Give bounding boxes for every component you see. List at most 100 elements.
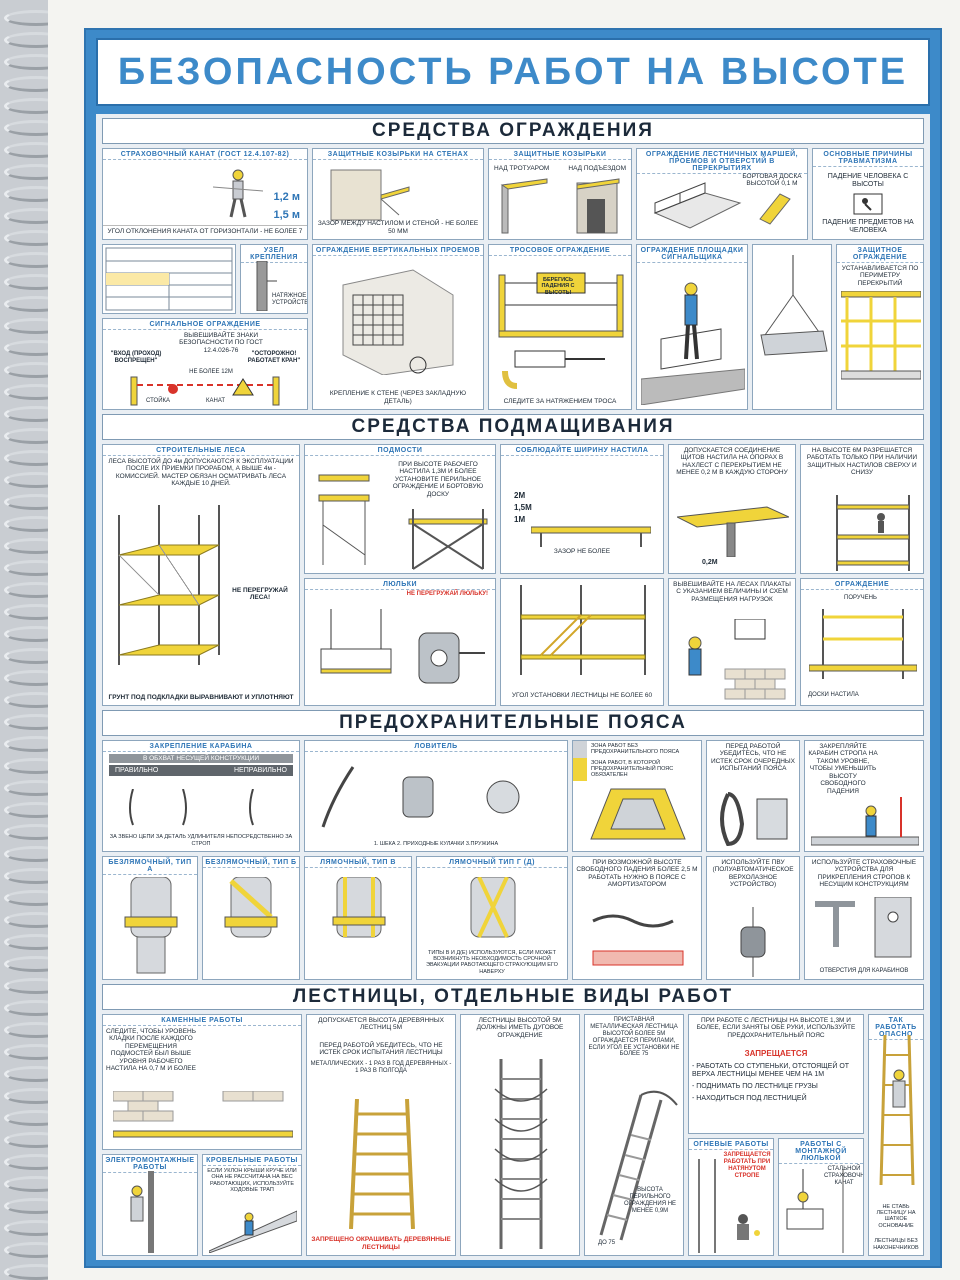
panel-caption: НА ВЫСОТЕ 6М РАЗРЕШАЕТСЯ РАБОТАТЬ ТОЛЬКО… (806, 447, 918, 477)
section-title: ПРЕДОХРАНИТЕЛЬНЫЕ ПОЯСА (339, 712, 687, 733)
panel-caption: 1. ШЕКА 2. ПРИХОДНЫЕ КУЛАЧКИ 3.ПРУЖИНА (373, 840, 499, 847)
panel-heading: ЗАЩИТНЫЕ КОЗЫРЬКИ (489, 149, 631, 160)
value-label: 1М (514, 515, 526, 524)
cradle-illustration (320, 609, 392, 674)
dangerous-ladder-illustration (879, 1035, 915, 1185)
panel-roofing: КРОВЕЛЬНЫЕ РАБОТЫ ЕСЛИ УКЛОН КРЫШИ КРУЧЕ… (202, 1154, 302, 1256)
panel-injury-causes: ОСНОВНЫЕ ПРИЧИНЫ ТРАВМАТИЗМА ПАДЕНИЕ ЧЕЛ… (812, 148, 924, 240)
belt-type-g-illustration (470, 877, 516, 938)
panel-caption: НАТЯЖНОЕ УСТРОЙСТВО (272, 293, 308, 307)
rule-item: - НАХОДИТЬСЯ ПОД ЛЕСТНИЦЕЙ (692, 1094, 807, 1102)
panel-caption: ПРИ РАБОТЕ С ЛЕСТНИЦЫ НА ВЫСОТЕ 1,3М И Б… (696, 1017, 856, 1039)
panel-deck-width: СОБЛЮДАЙТЕ ШИРИНУ НАСТИЛА 2М 1,5М 1М ЗАЗ… (500, 444, 664, 574)
panel-caption: СЛЕДИТЕ ЗА НАТЯЖЕНИЕМ ТРОСА (503, 397, 617, 405)
poster-title: БЕЗОПАСНОСТЬ РАБОТ НА ВЫСОТЕ (117, 50, 909, 93)
panel-heading: ЛЮЛЬКИ (305, 579, 495, 590)
panel-vertical-openings: ОГРАЖДЕНИЕ ВЕРТИКАЛЬНЫХ ПРОЕМОВ КРЕПЛЕНИ… (312, 244, 484, 410)
panel-heading: ОСНОВНЫЕ ПРИЧИНЫ ТРАВМАТИЗМА (813, 149, 923, 167)
signalman-illustration (641, 282, 745, 405)
panel-caption: НЕ СТАВЬ ЛЕСТНИЦУ НА ШАТКОЕ ОСНОВАНИЕ (876, 1203, 916, 1229)
part-label: ПОРУЧЕНЬ (844, 595, 877, 601)
panel-heading: БЕЗЛЯМОЧНЫЙ, ТИП А (103, 857, 197, 875)
panel-work-zones: ЗОНА РАБОТ БЕЗ ПРЕДОХРАНИТЕЛЬНОГО ПОЯСА … (572, 740, 702, 852)
trestle-illustration (318, 474, 370, 565)
panel-masonry: КАМЕННЫЕ РАБОТЫ СЛЕДИТЕ, ЧТОБЫ УРОВЕНЬ К… (102, 1014, 302, 1150)
value-label: 1,5 м (273, 209, 301, 221)
panel-anchor-devices: ИСПОЛЬЗУЙТЕ СТРАХОВОЧНЫЕ УСТРОЙСТВА ДЛЯ … (804, 856, 924, 980)
ladder-scaffold-illustration (520, 585, 646, 675)
falling-icon (853, 193, 883, 215)
cradle-worker-illustration (786, 1169, 844, 1253)
panel-belt-type-v: ЛЯМОЧНЫЙ, ТИП В (304, 856, 412, 980)
section-title: СРЕДСТВА ОГРАЖДЕНИЯ (372, 120, 654, 141)
correct-label: ПРАВИЛЬНО (115, 767, 159, 774)
panel-caption: ДОПУСКАЕТСЯ ВЫСОТА ДЕРЕВЯННЫХ ЛЕСТНИЦ 5М (318, 1017, 444, 1032)
panel-caption: ИСПОЛЬЗУЙТЕ СТРАХОВОЧНЫЕ УСТРОЙСТВА ДЛЯ … (811, 859, 917, 889)
panel-heading: ОГРАЖДЕНИЕ ВЕРТИКАЛЬНЫХ ПРОЕМОВ (313, 245, 483, 256)
belt-type-v-illustration (332, 877, 386, 938)
panel-dangerous: ТАК РАБОТАТЬ ОПАСНО НЕ СТАВЬ ЛЕСТНИЦУ НА… (868, 1014, 924, 1256)
panel-fixing-node: УЗЕЛ КРЕПЛЕНИЯ НАТЯЖНОЕ УСТРОЙСТВО (240, 244, 308, 314)
panel-crane-load (752, 244, 832, 410)
panel-heading: СТРАХОВОЧНЫЙ КАНАТ (ГОСТ 12.4.107-82) (103, 149, 307, 160)
panel-caption: КРЕПЛЕНИЕ К СТЕНЕ (ЧЕРЕЗ ЗАКЛАДНУЮ ДЕТАЛ… (329, 390, 467, 405)
panel-signal-fence: СИГНАЛЬНОЕ ОГРАЖДЕНИЕ ВЫВЕШИВАЙТЕ ЗНАКИ … (102, 318, 308, 410)
panel-metal-ladders: ЛЕСТНИЦЫ ВЫСОТОЙ 5М ДОЛЖНЫ ИМЕТЬ ДУГОВОЕ… (460, 1014, 580, 1256)
rope-table (105, 247, 233, 311)
cable-fence-illustration (498, 272, 624, 389)
panel-heading: БЕЗЛЯМОЧНЫЙ, ТИП Б (203, 857, 299, 868)
panel-scaffolding: СТРОИТЕЛЬНЫЕ ЛЕСА ЛЕСА ВЫСОТОЙ ДО 4м ДОП… (102, 444, 300, 706)
panel-caption: СЛЕДИТЕ, ЧТОБЫ УРОВЕНЬ КЛАДКИ ПОСЛЕ КАЖД… (106, 1028, 196, 1073)
electrician-illustration (130, 1171, 154, 1253)
panel-caption: ЛЕСТНИЦЫ БЕЗ НАКОНЕЧНИКОВ (873, 1238, 919, 1251)
panel-heading: РАБОТЫ С МОНТАЖНОЙ ЛЮЛЬКОЙ (779, 1139, 863, 1164)
value-label: 0,2М (702, 558, 718, 566)
scaffold-fence-illustration (809, 609, 917, 679)
panel-caption: НАД ПОДЪЕЗДОМ (568, 165, 626, 172)
load-sign-illustration (688, 619, 786, 700)
panel-railing-ladders: ПРИСТАВНАЯ МЕТАЛЛИЧЕСКАЯ ЛЕСТНИЦА ВЫСОТО… (584, 1014, 684, 1256)
section-heading-belts: ПРЕДОХРАНИТЕЛЬНЫЕ ПОЯСА (102, 710, 924, 736)
anchor-illustration (811, 797, 919, 846)
forbidden-title: ЗАПРЕЩАЕТСЯ (744, 1049, 808, 1059)
panel-caption: ГРУНТ ПОД ПОДКЛАДКИ ВЫРАВНИВАЮТ И УПЛОТН… (108, 693, 294, 701)
panel-heading: ЛЯМОЧНЫЙ, ТИП В (305, 857, 411, 868)
panel-heading: УЗЕЛ КРЕПЛЕНИЯ (241, 245, 307, 263)
panel-carabiner: ЗАКРЕПЛЕНИЕ КАРАБИНА В ОБХВАТ НЕСУЩЕЙ КО… (102, 740, 300, 852)
cause-text: ПАДЕНИЕ ЧЕЛОВЕКА С ВЫСОТЫ (827, 173, 909, 189)
panel-belt-type-b: БЕЗЛЯМОЧНЫЙ, ТИП Б (202, 856, 300, 980)
panel-heading: СОБЛЮДАЙТЕ ШИРИНУ НАСТИЛА (501, 445, 663, 456)
panel-caption: ПЕРЕД РАБОТОЙ УБЕДИТЕСЬ, ЧТО НЕ ИСТЕК СР… (319, 1041, 443, 1057)
railing-ladder-illustration (599, 1090, 678, 1241)
panel-wall-canopy: ЗАЩИТНЫЕ КОЗЫРЬКИ НА СТЕНАХ ЗАЗОР МЕЖДУ … (312, 148, 484, 240)
panel-caption: ПРИ ВОЗМОЖНОЙ ВЫСОТЕ СВОБОДНОГО ПАДЕНИЯ … (576, 859, 698, 889)
panel-heading: СТРОИТЕЛЬНЫЕ ЛЕСА (103, 445, 299, 456)
anchor-device-illustration (815, 897, 912, 958)
panel-caption: ВЫВЕШИВАЙТЕ ЗНАКИ БЕЗОПАСНОСТИ ПО ГОСТ 1… (179, 332, 263, 354)
masonry-illustration (113, 1091, 293, 1138)
part-label: КАНАТ (206, 398, 226, 405)
post-icon (256, 261, 277, 311)
panel-heading: ЗАЩИТНЫЕ КОЗЫРЬКИ НА СТЕНАХ (313, 149, 483, 160)
panel-caption: ЗАКРЕПЛЯЙТЕ КАРАБИН СТРОПА НА ТАКОМ УРОВ… (808, 743, 878, 795)
panel-caption: ПРИСТАВНАЯ МЕТАЛЛИЧЕСКАЯ ЛЕСТНИЦА ВЫСОТО… (588, 1017, 680, 1058)
warning-text: ЗАПРЕЩАЕТСЯ РАБОТАТЬ ПРИ НАТЯНУТОМ СТРОП… (723, 1152, 771, 1179)
zones-illustration (590, 788, 686, 840)
signal-fence-illustration (130, 376, 280, 406)
panel-ladder-angle: УГОЛ УСТАНОВКИ ЛЕСТНИЦЫ НЕ БОЛЕЕ 60 (500, 578, 664, 706)
incorrect-label: НЕПРАВИЛЬНО (233, 767, 287, 774)
sign-text: "ОСТОРОЖНО! РАБОТАЕТ КРАН" (247, 351, 301, 364)
panel-belt-check: ПЕРЕД РАБОТОЙ УБЕДИТЕСЬ, ЧТО НЕ ИСТЕК СР… (706, 740, 800, 852)
panel-load-signs: ВЫВЕШИВАЙТЕ НА ЛЕСАХ ПЛАКАТЫ С УКАЗАНИЕМ… (668, 578, 796, 706)
scaffold-illustration (118, 505, 220, 665)
warning-text: НЕ ПЕРЕГРУЖАЙ ЛЮЛЬКУ! (406, 591, 488, 597)
board-icon (759, 193, 791, 225)
panel-cable-fence: ТРОСОВОЕ ОГРАЖДЕНИЕ БЕРЕГИСЬ ПАДЕНИЯ С В… (488, 244, 632, 410)
worker-icon (213, 169, 263, 218)
panel-caption: ТИПЫ В И Д(Е) ИСПОЛЬЗУЮТСЯ, ЕСЛИ МОЖЕТ В… (426, 949, 558, 975)
panel-ladder-rules: ПРИ РАБОТЕ С ЛЕСТНИЦЫ НА ВЫСОТЕ 1,3М И Б… (688, 1014, 864, 1134)
panel-heading: СИГНАЛЬНОЕ ОГРАЖДЕНИЕ (103, 319, 307, 330)
panel-safety-rope: СТРАХОВОЧНЫЙ КАНАТ (ГОСТ 12.4.107-82) 1,… (102, 148, 308, 240)
belt-type-b-illustration (224, 877, 278, 938)
legend-item: ЗОНА РАБОТ БЕЗ ПРЕДОХРАНИТЕЛЬНОГО ПОЯСА (573, 741, 701, 758)
